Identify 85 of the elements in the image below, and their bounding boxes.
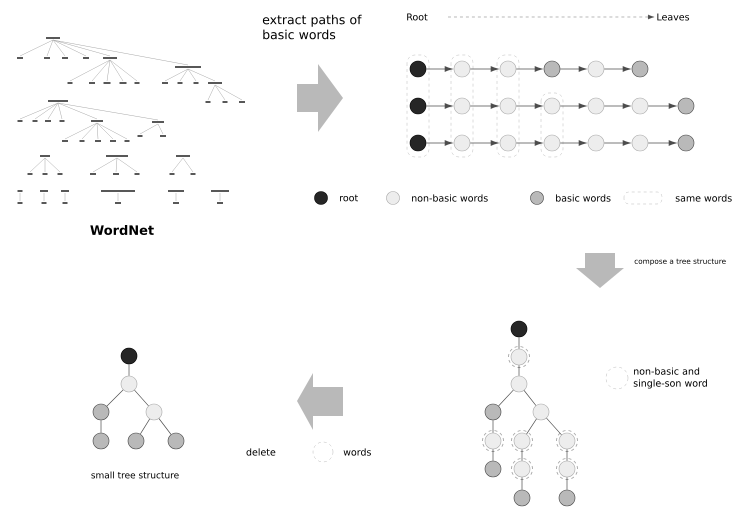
panel-title: small tree structure: [91, 472, 179, 478]
non-basic-circle: [511, 430, 533, 452]
non-basic-circle: [454, 134, 470, 152]
basic-circle: [514, 490, 530, 506]
arrow: [560, 66, 586, 72]
non-basic-circle: [500, 60, 516, 78]
non-basic-circle: [632, 134, 648, 152]
basic-circle: [678, 134, 694, 152]
basic-circle: [544, 60, 560, 78]
arrow: [470, 140, 498, 146]
arrow: [604, 103, 630, 109]
root-circle: [510, 320, 528, 338]
tree-line: [492, 420, 494, 434]
arrow: [426, 140, 452, 146]
basic-circle: [558, 490, 576, 506]
arrow: [604, 66, 630, 72]
non-basic-circle: [454, 98, 470, 114]
tree-line: [518, 364, 520, 376]
non-basic-circle: [146, 404, 162, 420]
tree-line: [524, 390, 536, 406]
tree-line: [158, 418, 172, 435]
panel-title: WordNet: [90, 224, 154, 235]
non-basic-circle: [511, 458, 533, 480]
legend-label: same words: [676, 194, 732, 202]
arrow: [516, 103, 542, 109]
non-basic-circle: [482, 430, 504, 452]
non-basic-circle: [556, 430, 578, 452]
non-basic-circle: [500, 134, 516, 152]
arrow: [470, 66, 498, 72]
arrow: [560, 140, 586, 146]
legend-label: basic words: [556, 194, 611, 202]
step-label: words: [344, 448, 371, 456]
step-label: extract paths of basic words: [262, 14, 362, 40]
arrow: [470, 103, 498, 109]
non-basic-circle: [120, 376, 138, 392]
arrow: [426, 103, 452, 109]
tree-line: [492, 448, 494, 462]
legend-label: root: [340, 194, 358, 202]
arrow: [604, 140, 630, 146]
arrow: [426, 66, 452, 72]
non-basic-circle: [632, 98, 648, 114]
tree-line: [128, 364, 130, 376]
non-basic-circle: [454, 60, 470, 78]
direction-label: Leaves: [657, 13, 690, 21]
legend-label: non-basic and single-son word: [634, 367, 707, 389]
legend-label: non-basic words: [412, 194, 488, 202]
non-basic-circle: [544, 134, 560, 152]
non-basic-circle: [510, 376, 528, 392]
tree-line: [498, 390, 514, 406]
tree-line: [140, 418, 150, 434]
non-basic-circle: [588, 134, 604, 152]
tree-line: [526, 418, 537, 434]
tree-line: [566, 448, 568, 462]
basic-circle: [92, 432, 110, 450]
arrow: [560, 103, 586, 109]
basic-circle: [128, 432, 144, 450]
step-label: delete: [246, 448, 276, 456]
tree-line: [518, 336, 520, 350]
basic-circle: [92, 404, 110, 420]
tree-line: [546, 418, 562, 436]
arrow: [516, 66, 542, 72]
direction-label: Root: [407, 13, 428, 21]
tree-line: [566, 476, 568, 490]
non-basic-circle: [532, 404, 550, 420]
non-basic-circle: [544, 98, 560, 114]
basic-circle: [168, 432, 184, 450]
basic-circle: [632, 60, 648, 78]
non-basic-circle: [556, 458, 578, 480]
arrow: [648, 140, 676, 146]
arrow: [648, 103, 676, 109]
non-basic-circle: [508, 346, 530, 368]
root-circle: [120, 348, 138, 364]
tree-line: [100, 420, 102, 434]
basic-circle: [484, 460, 502, 478]
arrow: [516, 140, 542, 146]
tree-line: [134, 390, 149, 406]
basic-circle: [484, 404, 502, 420]
basic-circle: [678, 98, 694, 114]
root-circle: [410, 60, 426, 78]
root-circle: [410, 134, 426, 152]
root-circle: [410, 98, 426, 114]
tree-line: [106, 390, 124, 406]
non-basic-circle: [588, 60, 604, 78]
non-basic-circle: [500, 98, 516, 114]
non-basic-circle: [588, 98, 604, 114]
